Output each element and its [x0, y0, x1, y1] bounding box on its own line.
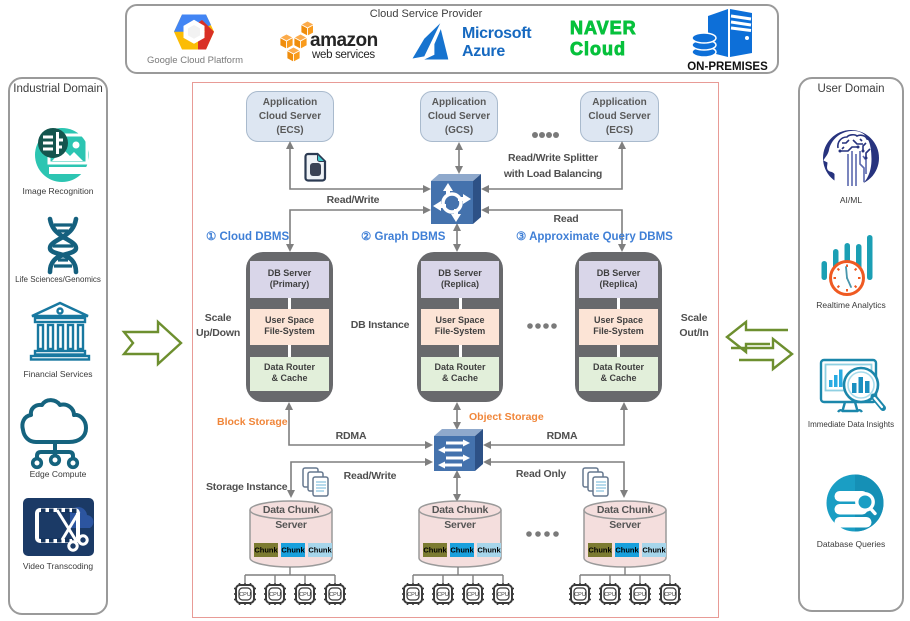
- svg-text:CPU: CPU: [437, 592, 449, 598]
- svg-text:Chunk: Chunk: [423, 546, 447, 555]
- svg-text:CPU: CPU: [634, 592, 646, 598]
- svg-text:Chunk: Chunk: [308, 546, 332, 555]
- svg-text:CPU: CPU: [299, 592, 311, 598]
- svg-text:Chunk: Chunk: [450, 546, 474, 555]
- svg-text:CPU: CPU: [604, 592, 616, 598]
- svg-text:CPU: CPU: [574, 592, 586, 598]
- svg-text:Chunk: Chunk: [588, 546, 612, 555]
- svg-text:CPU: CPU: [407, 592, 419, 598]
- svg-text:CPU: CPU: [467, 592, 479, 598]
- svg-text:Chunk: Chunk: [477, 546, 501, 555]
- svg-text:Chunk: Chunk: [254, 546, 278, 555]
- svg-text:CPU: CPU: [329, 592, 341, 598]
- svg-text:Chunk: Chunk: [281, 546, 305, 555]
- svg-text:CPU: CPU: [239, 592, 251, 598]
- svg-text:Chunk: Chunk: [615, 546, 639, 555]
- svg-text:Chunk: Chunk: [642, 546, 666, 555]
- svg-text:CPU: CPU: [497, 592, 509, 598]
- svg-text:CPU: CPU: [664, 592, 676, 598]
- svg-text:CPU: CPU: [269, 592, 281, 598]
